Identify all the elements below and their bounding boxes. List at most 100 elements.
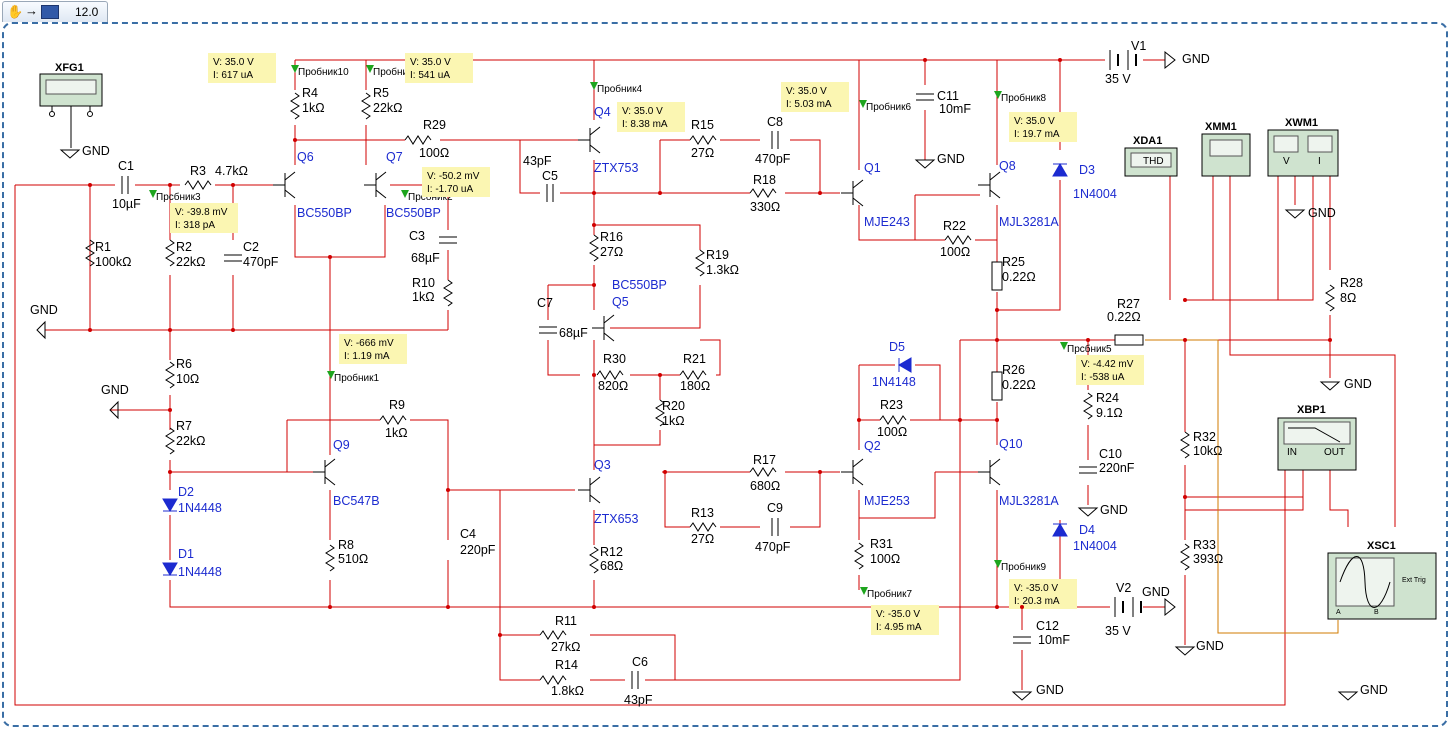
xfg1-function-generator[interactable]: XFG1 bbox=[39, 62, 103, 148]
probe-marker[interactable]: Пробник9 bbox=[994, 560, 1047, 573]
ground-symbol: GND bbox=[1360, 683, 1388, 697]
probe-marker[interactable]: Пробник1 bbox=[327, 371, 380, 384]
probe-marker[interactable]: Пробник6 bbox=[859, 100, 912, 113]
r8-value-label: 510Ω bbox=[338, 552, 368, 566]
probe-marker[interactable]: Пробник bbox=[366, 65, 413, 78]
probe-marker[interactable]: Пробник7 bbox=[860, 587, 913, 600]
xbp1-bode-plotter[interactable]: XBP1 IN OUT bbox=[1277, 404, 1357, 471]
readout-current: I: 20.3 mA bbox=[1014, 596, 1060, 607]
resistor-symbol bbox=[325, 544, 335, 572]
readout-background bbox=[208, 53, 276, 83]
probe-marker[interactable]: Пробник10 bbox=[291, 65, 349, 78]
ground-symbol: GND bbox=[101, 383, 129, 397]
ground-icon bbox=[1284, 209, 1306, 219]
simulation-tab[interactable]: ✋ → 12.0 bbox=[2, 1, 108, 22]
junction-dot bbox=[1183, 338, 1187, 342]
v1-source[interactable] bbox=[1109, 50, 1176, 70]
hand-icon[interactable]: ✋ bbox=[7, 4, 24, 19]
probe-label: Пробник1 bbox=[334, 372, 380, 384]
xmm1-multimeter[interactable]: XMM1 bbox=[1201, 121, 1251, 177]
simulation-icon[interactable] bbox=[41, 5, 59, 19]
ground-symbol: GND bbox=[1196, 639, 1224, 653]
xda1-distortion-analyzer[interactable]: THD XDA1 bbox=[1124, 135, 1178, 177]
r18-ref-label: R18 bbox=[753, 173, 776, 187]
probe-marker[interactable]: Прсбник5 bbox=[1060, 342, 1112, 355]
xmm1-label: XMM1 bbox=[1205, 121, 1237, 133]
readout-background bbox=[1076, 355, 1144, 385]
xwm1-wattmeter[interactable]: XWM1 V I bbox=[1267, 117, 1339, 177]
probe-marker[interactable]: Пробник4 bbox=[590, 82, 643, 95]
q5-model-label: BC550BP bbox=[612, 278, 667, 292]
ground-label: GND bbox=[82, 144, 110, 158]
capacitor-symbol bbox=[916, 93, 934, 101]
xsc1-oscilloscope[interactable]: XSC1 Ext Trig A B bbox=[1327, 540, 1437, 620]
c9-ref-label: C9 bbox=[767, 501, 783, 515]
probe-marker[interactable]: Пробник8 bbox=[994, 91, 1047, 104]
v2-source[interactable] bbox=[1114, 597, 1176, 617]
probe-marker[interactable]: Прсбник3 bbox=[149, 190, 201, 203]
